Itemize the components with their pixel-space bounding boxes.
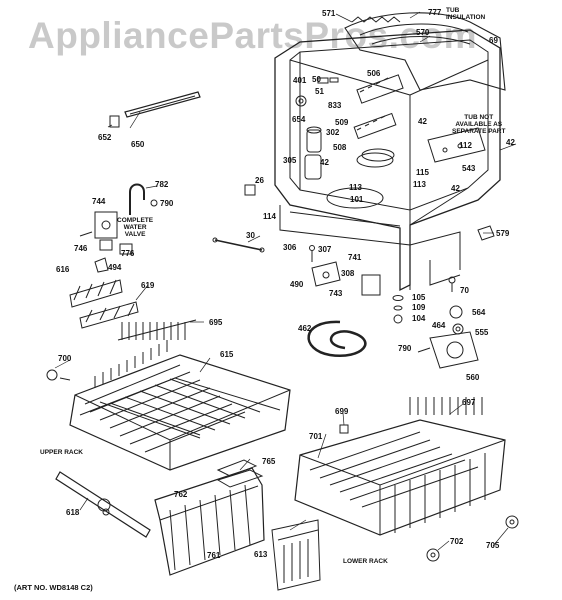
part-label-701: 701 <box>309 432 323 441</box>
part-label-560: 560 <box>466 373 480 382</box>
part-label-70: 70 <box>460 286 469 295</box>
part-label-555: 555 <box>475 328 489 337</box>
part-label-571: 571 <box>322 9 336 18</box>
part-label-741: 741 <box>348 253 362 262</box>
part-label-618: 618 <box>66 508 80 517</box>
part-label-42-a: 42 <box>418 117 427 126</box>
part-label-30: 30 <box>246 231 255 240</box>
part-label-42-b: 42 <box>506 138 515 147</box>
silverware-baskets <box>154 459 321 591</box>
part-label-306: 306 <box>283 243 297 252</box>
part-label-654: 654 <box>292 115 306 124</box>
small-parts <box>69 91 495 369</box>
part-label-776: 776 <box>121 249 135 258</box>
part-label-401: 401 <box>293 76 307 85</box>
part-label-109: 109 <box>412 303 426 312</box>
part-label-564: 564 <box>472 308 486 317</box>
part-label-113-a: 113 <box>349 183 362 192</box>
part-label-101: 101 <box>350 195 364 204</box>
art-number: (ART NO. WD8148 C2) <box>14 583 93 592</box>
note-complete-water-valve: COMPLETE WATER VALVE <box>117 217 154 238</box>
part-label-695: 695 <box>209 318 223 327</box>
part-label-700: 700 <box>58 354 72 363</box>
part-label-494: 494 <box>108 263 122 272</box>
leader-lines <box>54 11 517 551</box>
part-label-765: 765 <box>262 457 276 466</box>
part-label-615: 615 <box>220 350 234 359</box>
part-label-104: 104 <box>412 314 426 323</box>
tub-assembly <box>274 12 506 292</box>
part-label-490: 490 <box>290 280 304 289</box>
part-label-746: 746 <box>74 244 88 253</box>
note-tub-not-available: TUB NOT AVAILABLE AS SEPARATE PART <box>452 114 506 135</box>
part-label-51: 51 <box>315 87 324 96</box>
part-label-302: 302 <box>326 128 340 137</box>
part-label-777: 777 <box>428 8 442 17</box>
part-label-833: 833 <box>328 101 342 110</box>
part-label-508: 508 <box>333 143 347 152</box>
part-label-705: 705 <box>486 541 500 550</box>
part-label-42-d: 42 <box>451 184 460 193</box>
upper-rack <box>46 319 291 471</box>
part-label-114: 114 <box>263 212 276 221</box>
part-label-509: 509 <box>335 118 349 127</box>
part-label-506: 506 <box>367 69 381 78</box>
part-label-579: 579 <box>496 229 510 238</box>
part-label-105: 105 <box>412 293 426 302</box>
part-label-42-c: 42 <box>320 158 329 167</box>
part-label-26: 26 <box>255 176 264 185</box>
part-label-50: 50 <box>312 75 321 84</box>
part-label-112: 112 <box>459 141 472 150</box>
part-label-619: 619 <box>141 281 155 290</box>
part-label-762: 762 <box>174 490 188 499</box>
part-label-616: 616 <box>56 265 70 274</box>
part-label-308: 308 <box>341 269 355 278</box>
part-label-115: 115 <box>416 168 429 177</box>
part-label-113-b: 113 <box>413 180 426 189</box>
part-label-613: 613 <box>254 550 268 559</box>
part-label-650: 650 <box>131 140 145 149</box>
part-label-790-b: 790 <box>398 344 412 353</box>
part-label-702: 702 <box>450 537 464 546</box>
part-label-462: 462 <box>298 324 312 333</box>
note-upper-rack: UPPER RACK <box>40 449 83 456</box>
lower-spray-arm <box>55 471 151 538</box>
part-label-307: 307 <box>318 245 332 254</box>
part-label-699: 699 <box>335 407 349 416</box>
lower-rack <box>294 397 519 562</box>
note-lower-rack: LOWER RACK <box>343 558 388 565</box>
part-label-570: 570 <box>416 28 430 37</box>
part-label-543: 543 <box>462 164 476 173</box>
part-label-744: 744 <box>92 197 106 206</box>
part-label-782: 782 <box>155 180 169 189</box>
part-label-761: 761 <box>207 551 221 560</box>
part-label-652: 652 <box>98 133 112 142</box>
part-label-743: 743 <box>329 289 343 298</box>
part-label-464: 464 <box>432 321 446 330</box>
part-label-790-a: 790 <box>160 199 174 208</box>
part-label-69: 69 <box>489 36 498 45</box>
part-label-697: 697 <box>462 398 476 407</box>
watermark: AppliancePartsPros.com <box>28 15 477 56</box>
part-label-305: 305 <box>283 156 297 165</box>
note-tub-insulation: TUB INSULATION <box>446 7 486 21</box>
